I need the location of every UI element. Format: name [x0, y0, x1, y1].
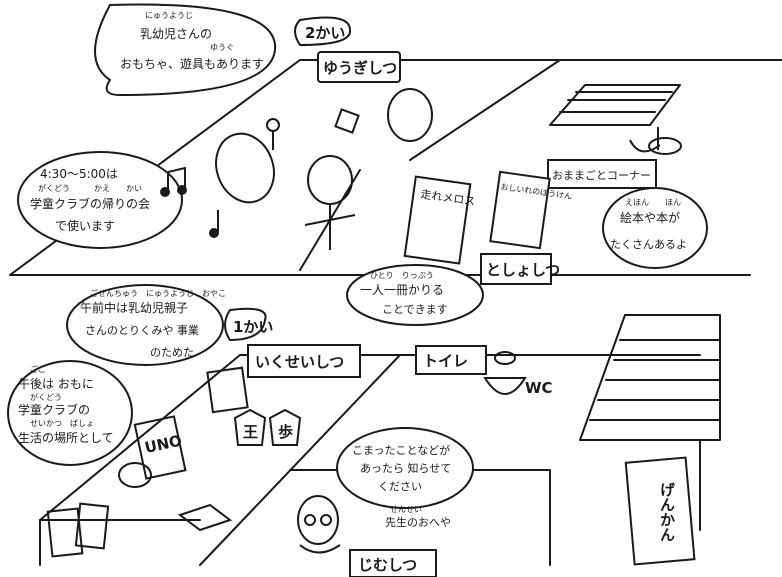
boy-figure-body: [304, 205, 356, 250]
bubble-morning: [66, 284, 224, 366]
girl-figure-icon: [387, 88, 433, 142]
teacher-figure-icon: [297, 495, 339, 545]
bubble-toys-ruby-2: ゆうぐ: [210, 43, 234, 52]
room-toilet-label: トイレ: [423, 352, 468, 370]
lower-stairs: [579, 314, 721, 441]
lower-stairs-steps: [589, 339, 721, 421]
room-playroom-label: ゆうぎしつ: [323, 59, 397, 77]
cup-icon: [629, 139, 661, 153]
room-entrance-label: げんかん: [658, 482, 676, 542]
music-note-head-1: [160, 187, 170, 197]
bubble-toys-ruby-1: にゅうようじ: [145, 11, 193, 20]
boy-figure-icon: [307, 155, 353, 205]
room-pretend-label: おままごとコーナー: [552, 168, 651, 182]
room-label-box-entrance: [624, 456, 696, 566]
music-note-icon: [167, 166, 186, 192]
floor-tag-2f: [294, 16, 351, 47]
room-label-box-office: [349, 549, 437, 577]
bubble-morning-line-3: のためた: [150, 346, 194, 359]
uno-cards-icon: [133, 415, 187, 480]
heart-card-icon: [46, 507, 84, 558]
room-label-box-library: [480, 253, 552, 285]
bubble-books-ruby-1: えほん ほん: [625, 198, 681, 207]
glasses-right-icon: [320, 514, 332, 526]
floor-2f-label: 2かい: [305, 24, 345, 42]
room-label-box-toilet: [415, 345, 487, 375]
uno-card-label: UNO: [143, 432, 183, 457]
lower-floor-divider-1: [199, 354, 401, 566]
bubble-afterschool-line-1: 4:30～5:00は: [40, 167, 118, 181]
cake-icon: [177, 503, 233, 532]
bubble-help-line-3: ください: [378, 480, 422, 493]
upper-stairs: [549, 84, 681, 126]
room-label-box-playroom: [317, 51, 401, 83]
bubble-afternoon-line-2: 学童クラブの: [18, 402, 90, 417]
bubble-afternoon: [7, 360, 133, 466]
book-melos-icon: [403, 175, 472, 265]
teacher-figure-body: [299, 544, 341, 554]
bubble-afterschool-ruby-2: がくどう かえ かい: [38, 183, 142, 193]
teacher-label: 先生のおへや: [385, 515, 451, 529]
shogi-king-icon: [233, 408, 267, 446]
bubble-toys-line-2: おもちゃ、遊具もあります: [120, 56, 264, 71]
kendama-icon: [266, 118, 280, 132]
toilet-bowl-icon: [483, 377, 527, 395]
dice-icon: [334, 108, 360, 134]
toilet-tank-icon: [494, 351, 516, 365]
bubble-borrow-line-1: 一人一冊かりる: [360, 283, 444, 297]
plate-icon: [648, 137, 682, 155]
bubble-afternoon-ruby-2: がくどう: [30, 392, 62, 402]
bubble-toys: [94, 3, 277, 97]
upper-stairs-steps: [559, 91, 673, 113]
room-multipurpose-label: いくせいしつ: [255, 353, 344, 371]
bubble-help-line-1: こまったことなどが: [352, 443, 450, 457]
floor-tag-1f: [224, 307, 267, 342]
bubble-afterschool-line-3: で使います: [55, 218, 115, 233]
bubble-afternoon-ruby-3: せいかつ ばしょ: [30, 419, 94, 428]
bubble-books-line-1: 絵本や本が: [620, 210, 680, 225]
music-note-2-head: [209, 228, 219, 238]
bubble-borrow-line-2: ことできます: [382, 303, 448, 316]
glasses-left-icon: [304, 514, 316, 526]
bubble-afternoon-ruby-1: ごご: [30, 364, 46, 374]
shogi-king-label: 王: [243, 423, 258, 441]
room-office-label: じむしつ: [358, 556, 417, 574]
room-wc-label: WC: [525, 379, 553, 397]
bubble-afterschool-line-2: 学童クラブの帰りの会: [30, 196, 150, 211]
frying-pan-icon: [215, 132, 275, 204]
bubble-after-school: [17, 151, 183, 249]
upper-floor-divider-1: [409, 59, 561, 161]
bubble-borrow: [346, 264, 484, 326]
bubble-afternoon-line-1: 午後は おもに: [18, 377, 94, 391]
floor-1f-label: 1かい: [233, 318, 273, 336]
room-label-box-pretend: [547, 159, 657, 189]
spade-card-icon: [74, 502, 110, 550]
bubble-afternoon-line-3: 生活の場所として: [18, 431, 114, 445]
bubble-books-line-2: たくさんあるよ: [610, 238, 687, 251]
room-label-box-multipurpose: [247, 344, 361, 378]
lunchbox-icon: [118, 462, 152, 488]
open-book-icon: [206, 366, 249, 414]
bubble-morning-ruby-1: ごぜんちゅう にゅうようじ おやこ: [90, 288, 226, 298]
bubble-help: [336, 427, 474, 509]
bubble-toys-line-1: 乳幼児さんの: [140, 27, 212, 41]
shogi-pawn-label: 歩: [278, 423, 293, 441]
bubble-morning-line-2: さんのとりくみや 事業: [85, 324, 199, 337]
teacher-label-ruby: せんせい: [390, 505, 422, 514]
bubble-borrow-ruby-1: ひとり りっぷう: [370, 271, 434, 280]
music-note-head-2: [177, 185, 187, 195]
book-oshiire-icon: [489, 170, 551, 250]
bubble-help-line-2: あったら 知らせて: [360, 461, 451, 475]
shogi-pawn-icon: [268, 408, 302, 446]
room-library-label: としょしつ: [486, 261, 560, 279]
bubble-morning-line-1: 午前中は乳幼児親子: [80, 300, 188, 315]
